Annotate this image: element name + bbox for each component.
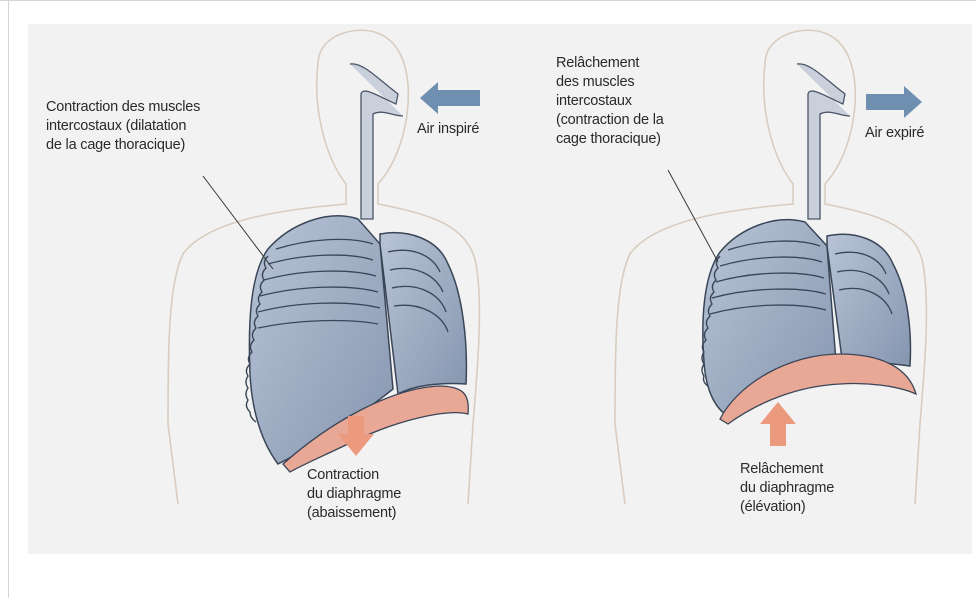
label-intercostal-contraction: Contraction des muscles intercostaux (di… bbox=[46, 98, 200, 155]
leader-line-intercostal-left bbox=[203, 176, 273, 269]
label-intercostal-relaxation: Relâchement des muscles intercostaux (co… bbox=[556, 54, 664, 149]
label-diaphragm-relaxation: Relâchement du diaphragme (élévation) bbox=[740, 460, 834, 517]
label-air-inspired: Air inspiré bbox=[417, 120, 479, 139]
inspiration-figure bbox=[168, 30, 480, 504]
airway-right bbox=[797, 64, 850, 219]
lung-left-side-right bbox=[827, 234, 910, 366]
label-diaphragm-contraction: Contraction du diaphragme (abaissement) bbox=[307, 466, 401, 523]
label-air-expired: Air expiré bbox=[865, 124, 924, 143]
diaphragm-arrow-up bbox=[760, 402, 796, 446]
frame-top-border bbox=[0, 0, 976, 1]
airway-left bbox=[350, 64, 403, 219]
lung-left-side-left bbox=[380, 233, 466, 394]
air-arrow-inspiration bbox=[420, 82, 480, 114]
frame-left-border bbox=[8, 0, 9, 598]
air-arrow-expiration bbox=[866, 86, 922, 118]
leader-line-intercostal-right bbox=[668, 170, 718, 262]
